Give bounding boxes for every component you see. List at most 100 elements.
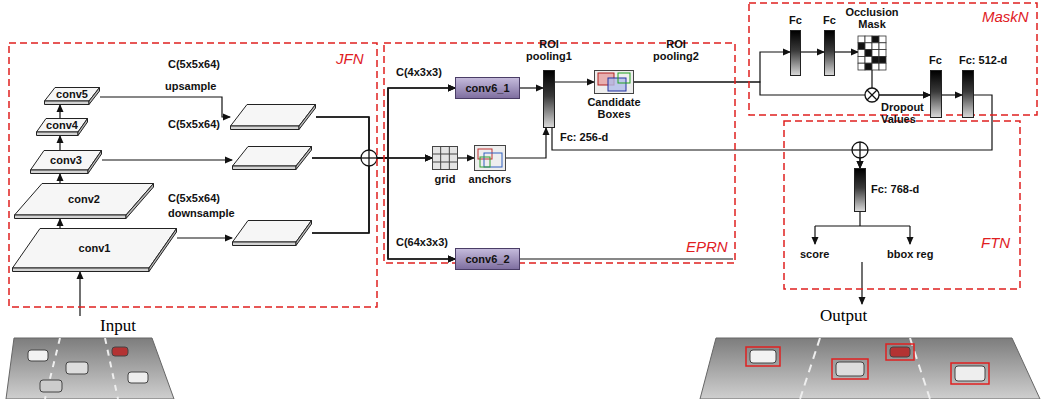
fc-layer-bar: Fc bbox=[824, 30, 835, 76]
layer-label: Fc: 768-d bbox=[871, 183, 919, 195]
fc-layer-bar: Fc bbox=[790, 30, 801, 76]
decoration-shape bbox=[859, 212, 860, 226]
decoration-shape bbox=[750, 350, 776, 363]
candidate-box-icon-outline bbox=[594, 70, 634, 94]
sum-circle bbox=[852, 142, 868, 158]
decoration-shape bbox=[700, 338, 1040, 399]
layer-label: Candidate Boxes bbox=[584, 96, 644, 120]
decoration-shape bbox=[832, 359, 868, 379]
mask-cell bbox=[879, 43, 886, 50]
feature-map: C(5x5x64)upsample bbox=[230, 104, 316, 130]
grid-line bbox=[440, 146, 441, 170]
layer-label: Fc bbox=[929, 54, 942, 66]
decoration-shape bbox=[800, 338, 820, 399]
layer-label: conv1 bbox=[79, 242, 111, 254]
decoration-shape bbox=[28, 350, 48, 361]
grid-line bbox=[432, 154, 458, 155]
map-front bbox=[15, 215, 127, 219]
decoration-shape bbox=[910, 338, 930, 399]
layer-label: conv6_1 bbox=[465, 82, 509, 94]
connector-arrow bbox=[835, 51, 858, 52]
connector-arrow bbox=[506, 128, 546, 158]
module-name: MaskN bbox=[982, 8, 1029, 25]
map-front bbox=[233, 242, 297, 246]
layer-label: Fc bbox=[789, 14, 802, 26]
annotation-label: score bbox=[800, 248, 829, 260]
map-side bbox=[299, 105, 316, 130]
decoration-shape bbox=[955, 366, 985, 381]
decoration-shape bbox=[368, 150, 369, 166]
layer-label: C(5x5x64) bbox=[168, 192, 220, 204]
layer-label: C(5x5x64) bbox=[168, 118, 220, 130]
decoration-shape bbox=[112, 347, 128, 356]
mask-cell bbox=[865, 43, 872, 50]
region-border bbox=[9, 43, 377, 307]
connector-arrow bbox=[59, 136, 60, 150]
layer-label: Occlusion Mask bbox=[842, 6, 902, 30]
mask-cell bbox=[858, 43, 865, 50]
feature-map: C(5x5x64)downsample bbox=[232, 220, 312, 246]
connector-arrow bbox=[102, 159, 232, 160]
input-photo bbox=[6, 338, 174, 399]
map-front bbox=[37, 132, 79, 136]
decoration-shape bbox=[746, 347, 780, 366]
conv-layer-box: conv6_1 bbox=[455, 77, 520, 99]
layer-label: C(5x5x64) bbox=[168, 58, 220, 70]
map-front bbox=[233, 166, 297, 170]
region-border bbox=[749, 3, 1037, 115]
anchor-frame bbox=[475, 146, 506, 171]
map-side bbox=[126, 184, 154, 219]
mask-cell bbox=[858, 50, 865, 57]
decoration-shape bbox=[814, 226, 815, 244]
map-side bbox=[88, 151, 102, 174]
connector-arrow bbox=[801, 51, 824, 52]
layer-label: anchors bbox=[462, 173, 518, 185]
layer-label: Fc: 512-d bbox=[959, 54, 1007, 66]
decoration-shape bbox=[909, 226, 910, 244]
decoration-shape bbox=[865, 88, 879, 102]
module-region: FTN Fc: 768-d bbox=[783, 120, 1021, 290]
fc-layer-bar: Fc bbox=[930, 70, 942, 118]
multiply-circle bbox=[865, 88, 879, 102]
decoration-shape bbox=[859, 142, 860, 158]
layer-label: downsample bbox=[168, 207, 235, 219]
layer-label: Fc: 256-d bbox=[560, 131, 608, 143]
image-frame: Output bbox=[705, 304, 1035, 399]
decoration-shape bbox=[6, 338, 174, 399]
annotation-label: bbox reg bbox=[887, 248, 933, 260]
connector-arrow bbox=[59, 219, 60, 228]
module-name: FTN bbox=[981, 234, 1010, 251]
decoration-shape bbox=[890, 347, 910, 357]
candidate-box bbox=[618, 73, 630, 83]
layer-label: conv5 bbox=[56, 88, 88, 100]
decoration-shape bbox=[867, 90, 877, 100]
conv-layer-box: conv6_2 bbox=[455, 248, 520, 270]
map-face bbox=[13, 229, 177, 269]
feature-map: conv3 bbox=[30, 150, 102, 174]
anchor-box bbox=[480, 157, 490, 167]
annotation-label: C(64x3x3) bbox=[396, 236, 448, 248]
feature-map: conv4 bbox=[36, 118, 88, 136]
feature-map-outline bbox=[232, 146, 312, 170]
connector-arrow bbox=[872, 70, 930, 95]
fc-layer-bar: Fc: 512-d bbox=[962, 70, 974, 118]
decoration-shape bbox=[852, 142, 868, 158]
image-caption: Output bbox=[820, 306, 867, 326]
map-side bbox=[149, 229, 177, 272]
mask-cell bbox=[865, 56, 872, 63]
layer-label: conv6_2 bbox=[465, 253, 509, 265]
image-caption: Input bbox=[100, 316, 136, 336]
grid-frame bbox=[433, 147, 458, 170]
feature-map-outline bbox=[230, 104, 316, 130]
layer-label: conv2 bbox=[68, 193, 100, 205]
mask-cell bbox=[879, 50, 886, 57]
connector-arrow bbox=[520, 87, 543, 88]
decoration-shape bbox=[886, 344, 914, 360]
map-side bbox=[78, 119, 88, 136]
mask-cell bbox=[872, 50, 879, 57]
mask-cell bbox=[879, 63, 886, 70]
connector-arrow bbox=[634, 82, 930, 95]
candidate-box bbox=[608, 78, 626, 91]
